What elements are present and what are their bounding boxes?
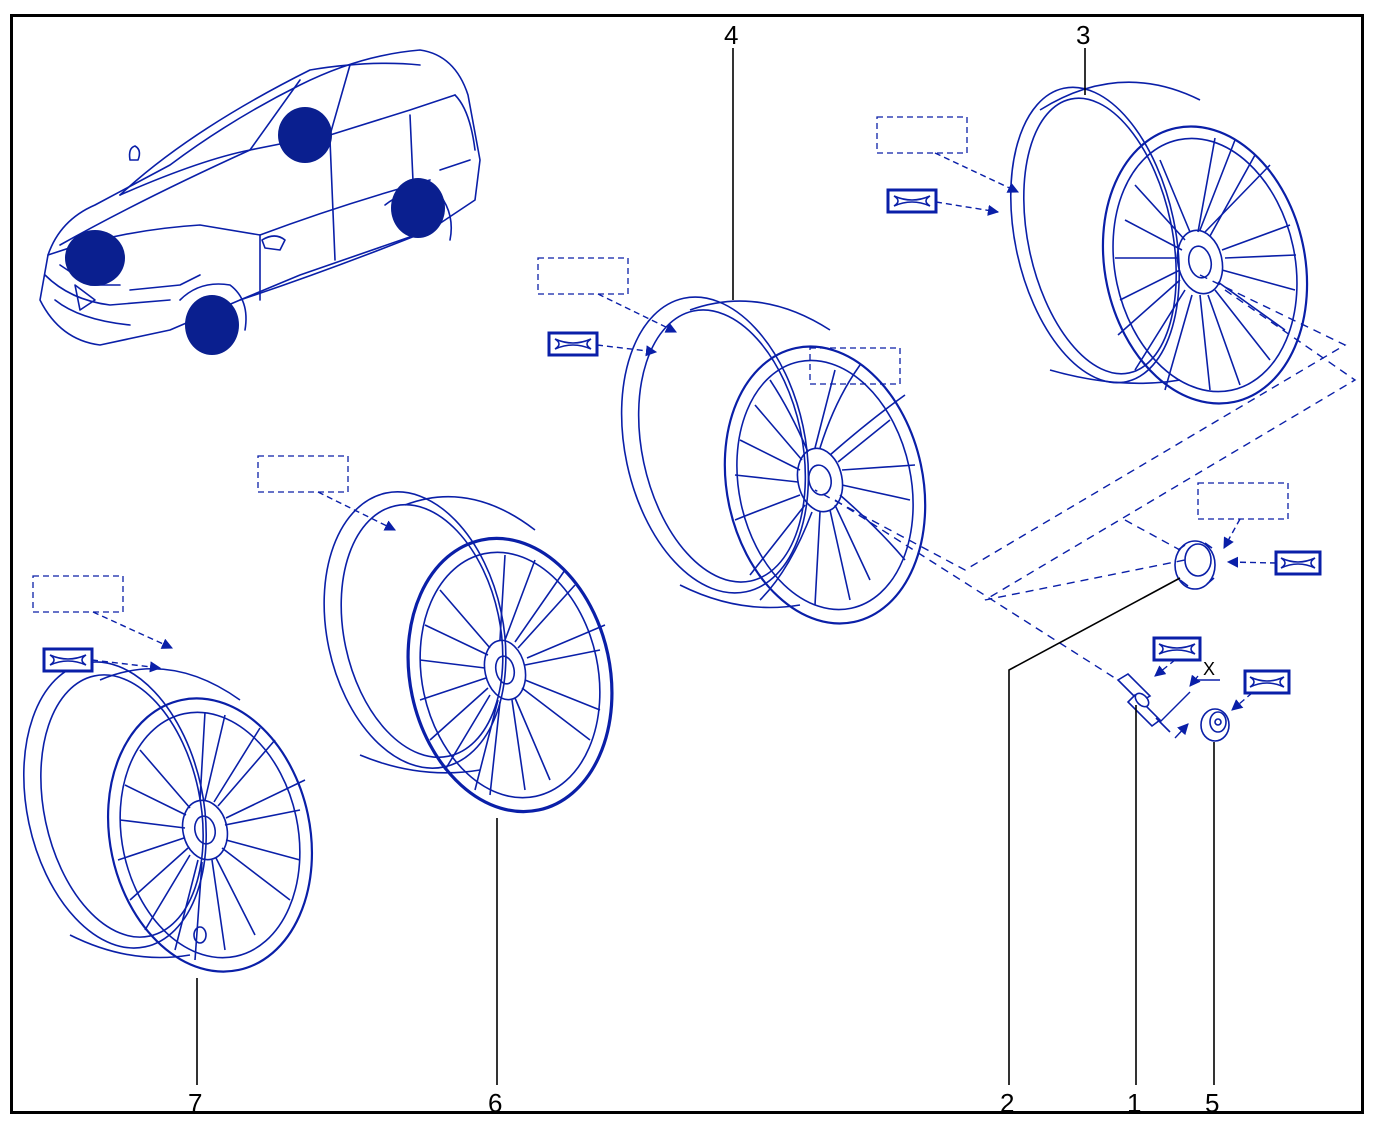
callout-leader-lines: [196, 48, 1215, 1085]
blank-reference-boxes: [32, 116, 1289, 613]
ref-box-wheel-7: [32, 575, 124, 613]
wheel-7: [22, 661, 314, 973]
hub-cap-part-2: [1174, 540, 1216, 590]
torque-symbol-glyphs: [49, 195, 1316, 688]
callout-4: 4: [724, 20, 739, 50]
wheel-position-markers: [65, 107, 445, 355]
callout-5: 5: [1205, 1088, 1220, 1118]
torque-symbol-wheel-4: [547, 331, 599, 357]
callout-7: 7: [188, 1088, 203, 1118]
bolt-part-5: [1200, 708, 1230, 742]
torque-symbol-hub-cap: [1274, 550, 1322, 576]
wheel-4: [620, 296, 927, 625]
reference-arrows: [91, 152, 1277, 711]
callout-1: 1: [1127, 1088, 1142, 1118]
ref-box-wheel-4-inner: [809, 347, 901, 385]
wheel-marker-front-left: [65, 230, 125, 286]
ref-box-hub-cap: [1197, 482, 1289, 520]
torque-symbol-bolt: [1243, 669, 1291, 695]
callout-6: 6: [488, 1088, 503, 1118]
ref-box-wheel-4: [537, 257, 629, 295]
wheel-3: [1009, 81, 1309, 405]
torque-symbol-wheel-7: [42, 647, 94, 673]
wheel-marker-front-right: [185, 295, 239, 355]
torque-symbols: [42, 188, 1322, 695]
dimension-x: [1159, 674, 1220, 739]
assembly-axis-lines: [814, 274, 1357, 681]
diagram-frame: [10, 14, 1364, 1114]
ref-box-wheel-3: [876, 116, 968, 154]
callout-2: 2: [1000, 1088, 1015, 1118]
wheel-6: [323, 491, 614, 814]
callout-3: 3: [1076, 20, 1091, 50]
ref-box-wheel-6: [257, 455, 349, 493]
wheel-marker-rear-left: [278, 107, 332, 163]
torque-symbol-valve: [1152, 636, 1202, 662]
torque-symbol-wheel-3: [886, 188, 938, 214]
dimension-label-x: X: [1203, 659, 1216, 679]
valve-part-1: [1116, 672, 1171, 733]
wheel-marker-rear-right: [391, 178, 445, 238]
